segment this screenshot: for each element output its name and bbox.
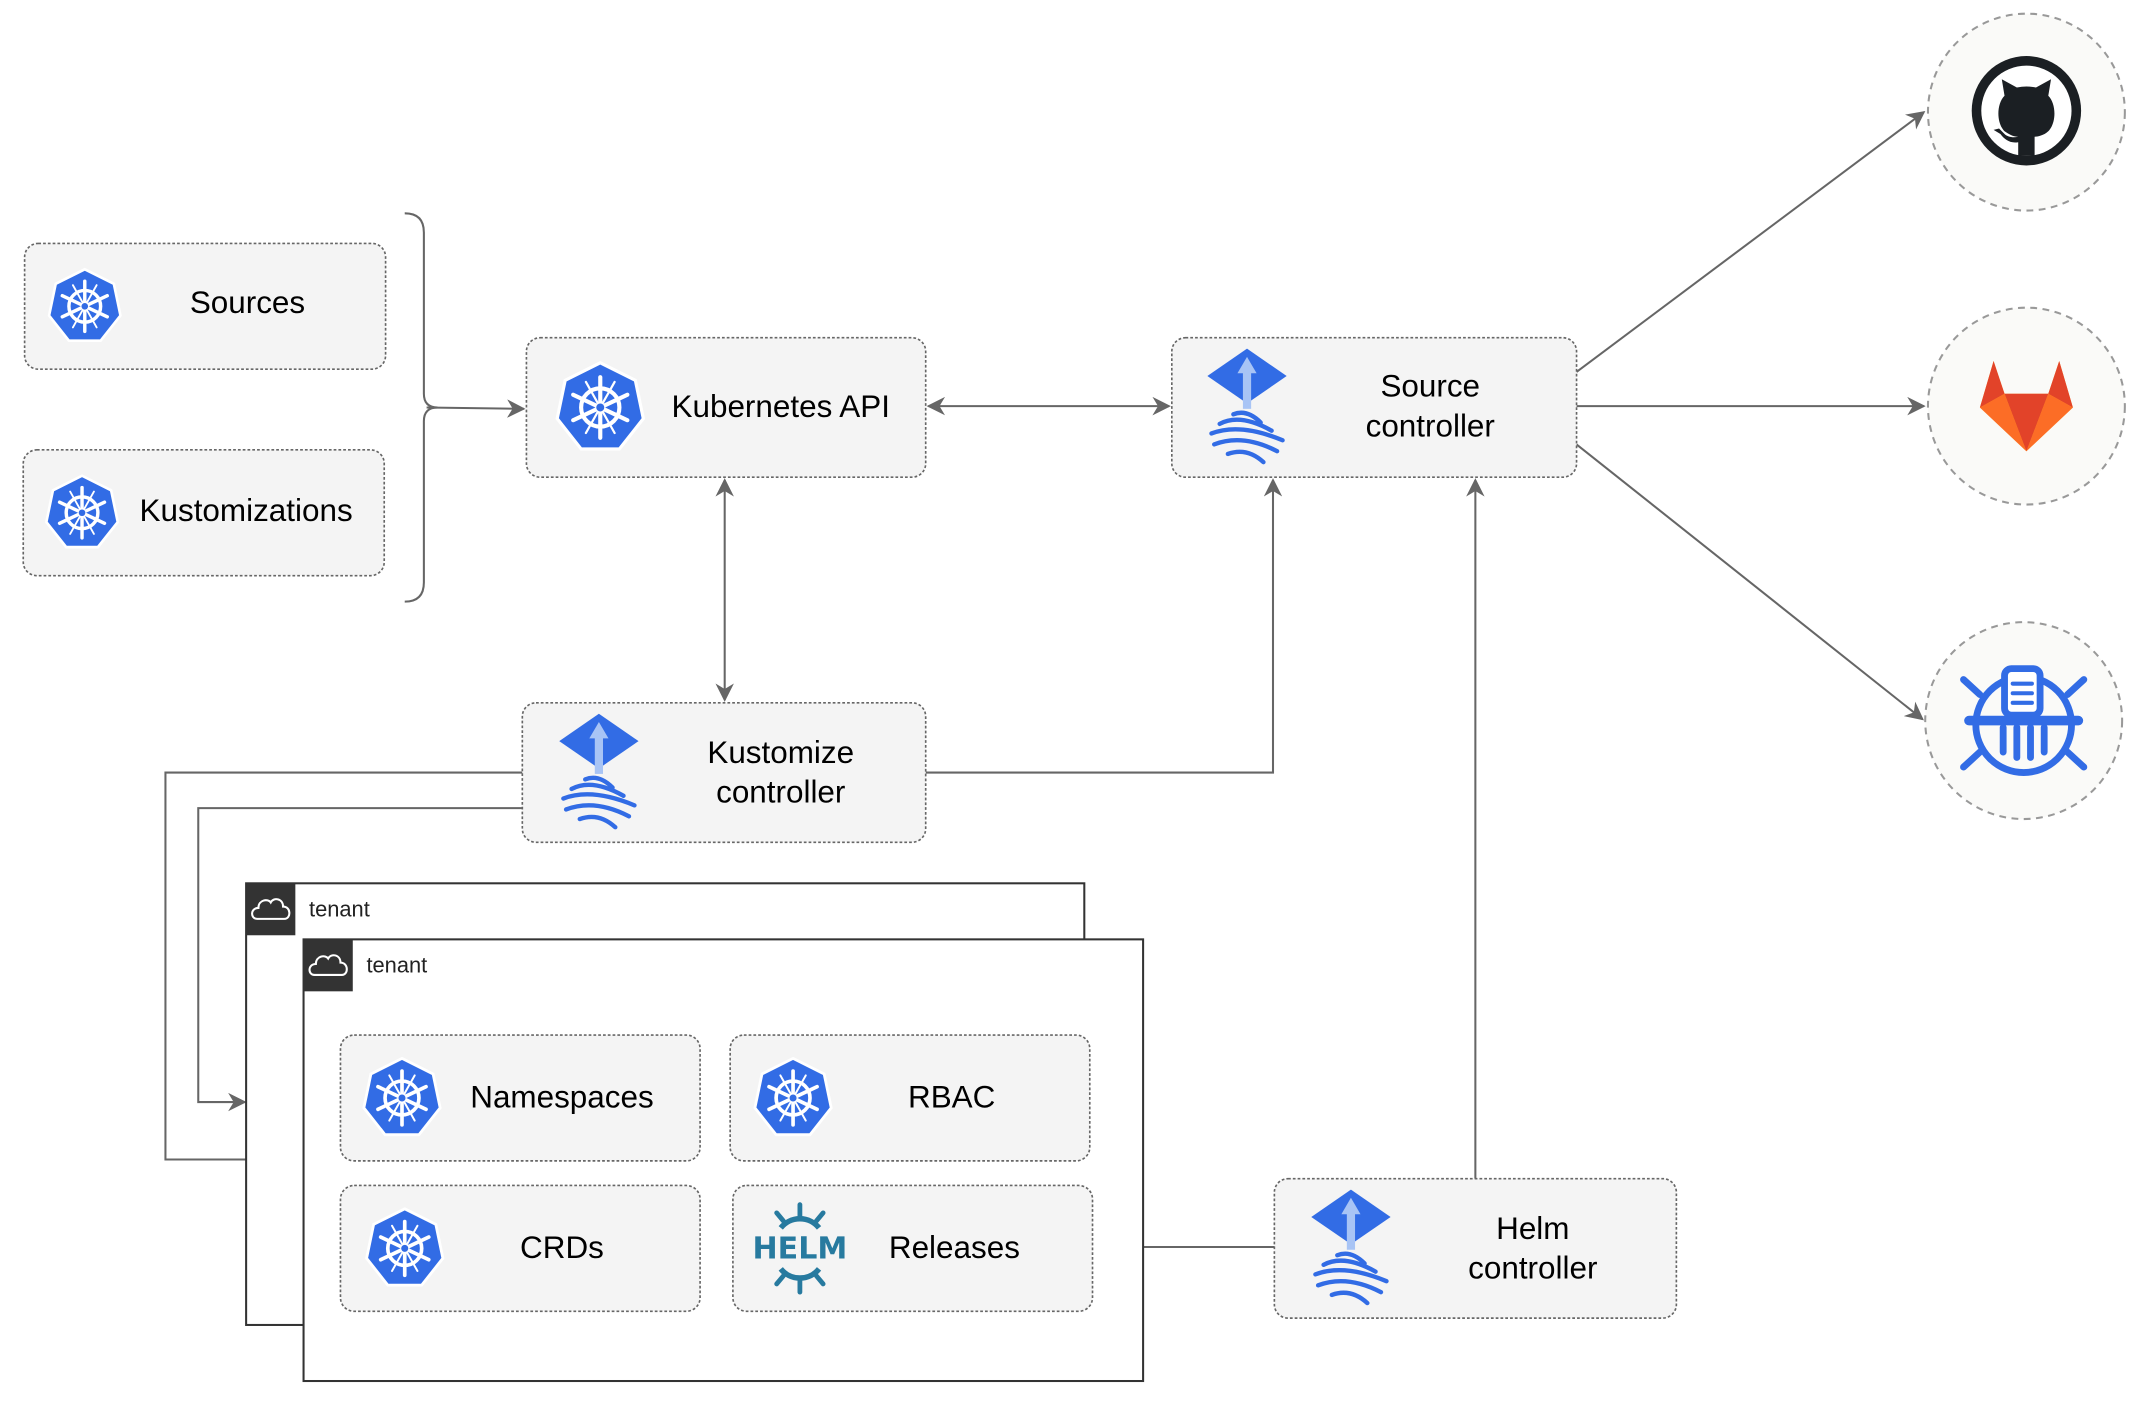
node-sources[interactable]: Sources <box>23 242 387 371</box>
node-label-line2: controller <box>1468 1251 1597 1286</box>
edge-source-to-github <box>1575 111 1926 373</box>
node-label-line2: controller <box>716 775 845 810</box>
node-crds[interactable]: CRDs <box>339 1184 701 1313</box>
node-label: CRDs <box>520 1230 604 1265</box>
node-label-line1: Source <box>1380 369 1480 404</box>
bucket-icon <box>1960 665 2088 776</box>
node-label-line2: controller <box>1366 408 1495 443</box>
node-label-line1: Kustomize <box>707 735 854 770</box>
node-helm-controller[interactable]: Helm controller <box>1273 1177 1678 1319</box>
edge-kustomize-to-source <box>925 478 1283 774</box>
node-label: Namespaces <box>470 1080 653 1115</box>
node-source-controller[interactable]: Source controller <box>1170 336 1578 479</box>
node-kubernetes-api[interactable]: Kubernetes API <box>525 336 927 479</box>
external-gitlab[interactable] <box>1926 306 2126 506</box>
edges <box>164 111 1926 1257</box>
github-icon <box>1971 56 2082 166</box>
node-label: RBAC <box>908 1080 995 1115</box>
node-label: Sources <box>190 285 305 320</box>
helm-icon-text: HELM <box>752 1231 847 1266</box>
gitlab-icon <box>1979 360 2073 452</box>
node-label-line1: Helm <box>1496 1211 1569 1246</box>
node-kustomizations[interactable]: Kustomizations <box>22 449 386 577</box>
node-releases[interactable]: HELM Releases <box>732 1184 1094 1313</box>
external-github[interactable] <box>1926 12 2126 212</box>
edge-crds-to-kubernetes-api <box>426 399 526 418</box>
node-rbac[interactable]: RBAC <box>729 1034 1091 1162</box>
external-bucket[interactable] <box>1924 621 2124 821</box>
node-label: Kustomizations <box>140 493 353 528</box>
node-label: Releases <box>889 1230 1020 1265</box>
node-label: Kubernetes API <box>672 389 890 424</box>
edge-source-to-bucket <box>1575 443 1924 721</box>
edge-kustomize-to-tenant-back <box>197 807 523 1112</box>
node-kustomize-controller[interactable]: Kustomize controller <box>521 701 927 844</box>
tenant-label: tenant <box>366 952 427 977</box>
tenant-label: tenant <box>309 896 370 921</box>
helm-icon: HELM <box>752 1202 847 1295</box>
node-namespaces[interactable]: Namespaces <box>339 1034 701 1162</box>
edge-kustomize-to-tenant-front <box>164 771 523 1169</box>
